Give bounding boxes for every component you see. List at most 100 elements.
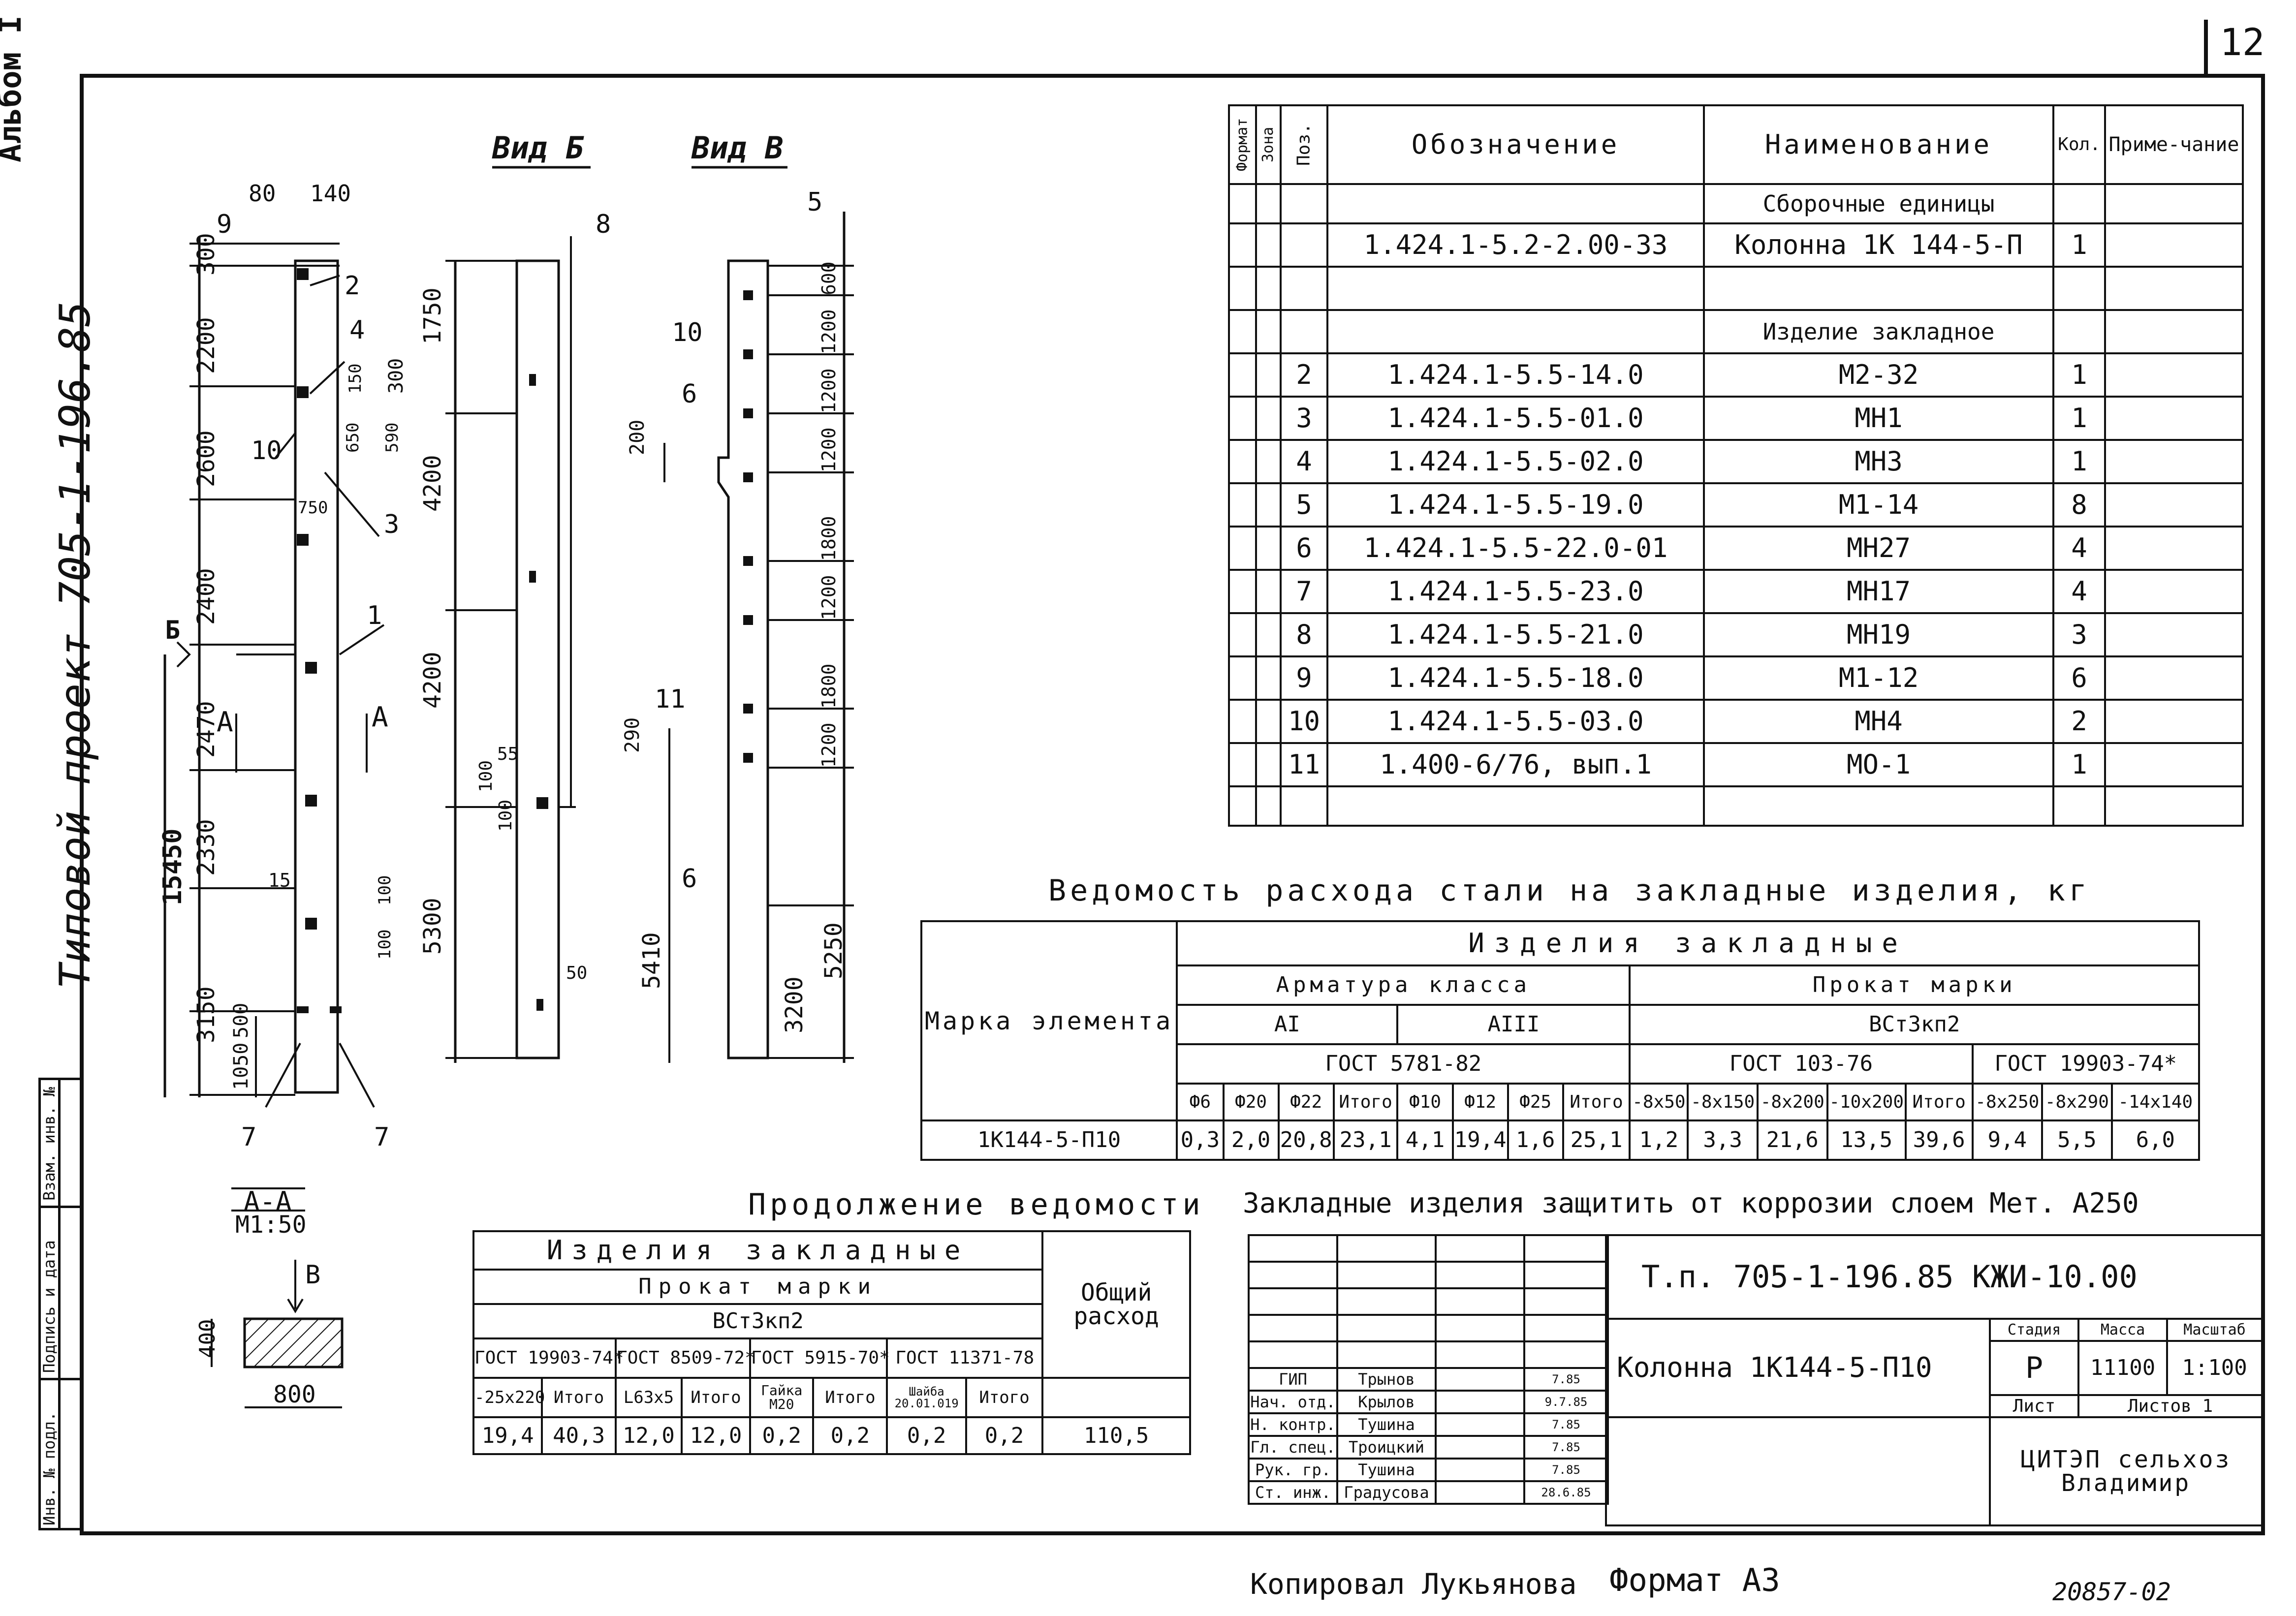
steel-gost-103: ГОСТ 103-76 bbox=[1629, 1043, 1974, 1085]
col1-detail-55: 55 bbox=[497, 744, 519, 764]
col3-dim-290: 290 bbox=[621, 717, 644, 753]
steel-group-header: Изделия закладные bbox=[1176, 920, 2200, 966]
col1-callout-10: 10 bbox=[251, 436, 282, 466]
sheet-number: 12 bbox=[2220, 20, 2265, 64]
cont-total-header: Общий расход bbox=[1041, 1230, 1191, 1379]
section-height-dim-label: 400 bbox=[195, 1319, 220, 1358]
col3-dim-1200c: 1200 bbox=[818, 427, 840, 472]
col3-dim-600: 600 bbox=[818, 261, 840, 295]
steel-mark-header: Марка элемента bbox=[920, 920, 1178, 1121]
col3-dim-5250: 5250 bbox=[820, 922, 848, 979]
section-title: А-А bbox=[244, 1186, 292, 1217]
protection-note: Закладные изделия защитить от коррозии с… bbox=[1243, 1187, 2139, 1219]
col1-dim-2330: 2330 bbox=[192, 819, 220, 876]
spec-section-embedded: Изделие закладное bbox=[1703, 309, 2054, 354]
view-marker-a-right: А bbox=[372, 701, 388, 733]
col2-callout-8: 8 bbox=[596, 210, 611, 239]
spec-h-format: Формат bbox=[1229, 105, 1256, 184]
view-marker-a-left: А bbox=[217, 706, 233, 738]
spec-table: Формат Зона Поз. Обозначение Наименовани… bbox=[1228, 104, 2244, 827]
spec-assembly-designation: 1.424.1-5.2-2.00-33 bbox=[1326, 222, 1705, 268]
column-1-ticks bbox=[189, 243, 340, 1097]
col2-dim-5300: 5300 bbox=[419, 898, 446, 955]
col3-callout-5: 5 bbox=[807, 187, 823, 217]
col1-dim-2200: 2200 bbox=[192, 317, 220, 374]
col1-total-dim: 15450 bbox=[158, 828, 188, 905]
spec-h-note: Приме-чание bbox=[2104, 104, 2244, 185]
col3-dim-1200b: 1200 bbox=[818, 368, 840, 413]
col1-callout-1: 1 bbox=[367, 601, 382, 630]
col1-detail-100c: 100 bbox=[476, 760, 496, 792]
title-block-mass-h: Масса bbox=[2077, 1318, 2168, 1342]
col1-dim-2600: 2600 bbox=[192, 430, 220, 487]
spec-h-qty: Кол. bbox=[2052, 104, 2106, 185]
copied-by: Копировал Лукьянова bbox=[1250, 1567, 1577, 1601]
spec-h-zone: Зона bbox=[1256, 105, 1281, 184]
col2-dim-4200b: 4200 bbox=[419, 652, 446, 709]
spec-h-designation: Обозначение bbox=[1326, 104, 1705, 185]
col1-detail-100d: 100 bbox=[496, 799, 516, 832]
col1-detail-650: 650 bbox=[343, 422, 363, 453]
column-2-embedded-parts bbox=[529, 374, 548, 1011]
col1-dim-500: 500 bbox=[230, 1002, 252, 1038]
title-block-sheet-h: Лист bbox=[1989, 1394, 2079, 1418]
section-scale: М1:50 bbox=[235, 1211, 307, 1239]
title-block-code: Т.п. 705-1-196.85 КЖИ-10.00 bbox=[1604, 1234, 2264, 1320]
view-v-title: Вид В bbox=[692, 130, 784, 166]
title-block-scale-h: Масштаб bbox=[2166, 1318, 2264, 1342]
col1-top-dim-140: 140 bbox=[310, 180, 351, 207]
col1-callout-2: 2 bbox=[345, 271, 360, 301]
col3-callout-6a: 6 bbox=[682, 379, 697, 409]
view-b-title: Вид Б bbox=[492, 130, 584, 166]
col3-dim-1800b: 1800 bbox=[818, 663, 840, 709]
section-view-ref: В bbox=[305, 1260, 321, 1290]
spec-h-pos: Поз. bbox=[1281, 105, 1327, 184]
col1-detail-590: 590 bbox=[382, 422, 402, 453]
steel-table-title: Ведомость расхода стали на закладные изд… bbox=[1048, 873, 2091, 908]
side-stamp-line-1 bbox=[38, 1206, 80, 1208]
steel-gost-19903: ГОСТ 19903-74* bbox=[1971, 1043, 2200, 1085]
col1-callout-9: 9 bbox=[217, 210, 232, 239]
col1-dim-3150: 3150 bbox=[192, 986, 220, 1043]
col1-callout-3: 3 bbox=[384, 510, 400, 539]
col1-detail-50: 50 bbox=[566, 963, 588, 983]
col1-callout-4: 4 bbox=[349, 315, 365, 345]
cont-group-header: Изделия закладные bbox=[472, 1230, 1044, 1271]
spec-h-name: Наименование bbox=[1703, 104, 2054, 185]
spec-section-assemblies: Сборочные единицы bbox=[1703, 183, 2054, 224]
title-block-mass: 11100 bbox=[2077, 1340, 2168, 1396]
spec-assembly-name: Колонна 1К 144-5-П bbox=[1703, 222, 2054, 268]
col1-callout-7b: 7 bbox=[374, 1122, 390, 1152]
sheet-number-box bbox=[2204, 20, 2208, 74]
steel-armature-header: Арматура класса bbox=[1176, 964, 1631, 1006]
section-a-a-rect bbox=[243, 1317, 344, 1368]
col1-detail-300: 300 bbox=[385, 358, 408, 394]
col1-dim-2470: 2470 bbox=[192, 701, 220, 758]
column-3-ticks bbox=[663, 265, 854, 1063]
column-1-leaders bbox=[176, 275, 385, 1108]
steel-gost-5781: ГОСТ 5781-82 bbox=[1176, 1043, 1631, 1085]
spec-assembly-qty: 1 bbox=[2052, 222, 2106, 268]
col1-callout-7a: 7 bbox=[241, 1122, 257, 1152]
col2-dim-1750: 1750 bbox=[419, 287, 446, 344]
side-stamp-divider bbox=[58, 1078, 61, 1530]
steel-vst-header: ВСт3кп2 bbox=[1629, 1004, 2200, 1045]
